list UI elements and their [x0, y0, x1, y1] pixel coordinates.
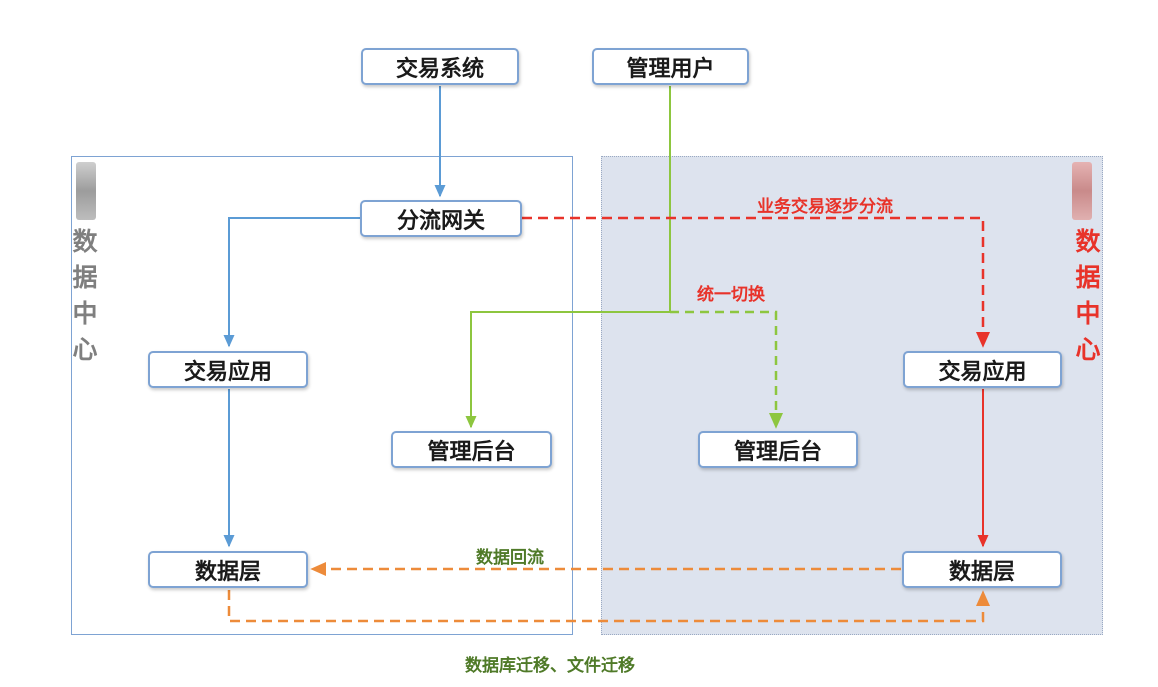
edge-migration	[227, 590, 990, 623]
left-data-center-region	[71, 156, 573, 635]
migration-label: 数据库迁移、文件迁移	[465, 656, 635, 676]
trading-system-node: 交易系统	[361, 48, 519, 85]
data-layer-left-node: 数据层	[148, 551, 308, 588]
left-data-center-label: 数据中心	[72, 227, 98, 364]
gateway-node: 分流网关	[360, 200, 522, 237]
admin-backend-right-node: 管理后台	[698, 431, 858, 468]
unified-switch-label: 统一切换	[697, 285, 765, 305]
redacted-left-label-blur	[76, 162, 96, 220]
data-layer-right-node: 数据层	[902, 551, 1062, 588]
right-data-center-label: 数据中心	[1075, 227, 1101, 364]
traffic-split-label: 业务交易逐步分流	[757, 197, 893, 217]
edge-gateway-to-trade-app-right	[522, 216, 990, 348]
edge-admin-user-to-backend-left	[465, 86, 671, 429]
trade-app-left-node: 交易应用	[148, 351, 308, 388]
admin-backend-left-node: 管理后台	[391, 431, 552, 468]
edge-gateway-to-trade-app-left	[223, 217, 360, 348]
redacted-right-label-blur	[1072, 162, 1092, 220]
trade-app-right-node: 交易应用	[903, 351, 1062, 388]
edge-admin-user-to-backend-right	[670, 310, 783, 429]
admin-user-node: 管理用户	[592, 48, 749, 85]
data-backflow-label: 数据回流	[476, 548, 544, 568]
